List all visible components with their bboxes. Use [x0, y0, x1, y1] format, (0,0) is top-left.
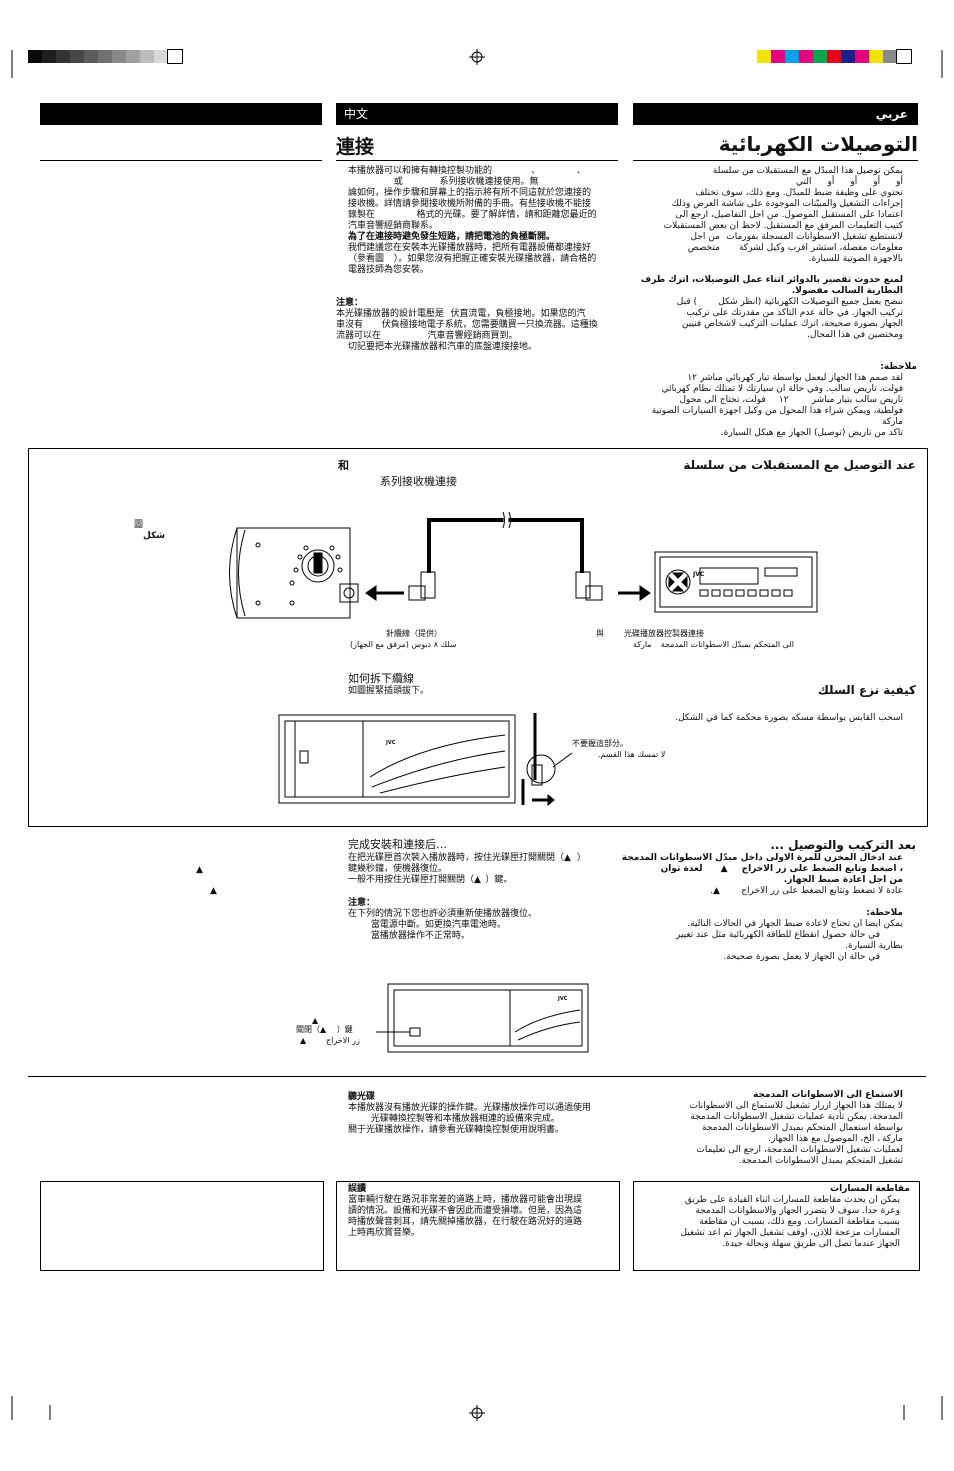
chinese-listen-text: 本播放器沒有播放光碟的操作鍵。光碟播放操作可以通過使用 光碟轉換控製等和本播放器…: [348, 1103, 592, 1135]
chinese-title-rule: [336, 160, 618, 161]
gray-bar-swatch: [112, 50, 126, 63]
gray-bar-swatch: [84, 50, 98, 63]
arabic-intro: يمكن توصيل هذا المبدّل مع المستقبلات من …: [663, 166, 903, 264]
arabic-connection-title: عند التوصيل مع المستقبلات من سلسلة: [683, 458, 916, 472]
chinese-title: 連接: [336, 136, 375, 158]
arabic-skip-text: يمكن ان يحدث مقاطعة للمسارات اثناء القيا…: [680, 1195, 900, 1249]
chinese-controller-label-prefix: 與: [596, 629, 604, 638]
chinese-eject-label: 關閉（▲ ）鍵: [296, 1025, 353, 1034]
arabic-note-ground: تاكد من تاريض (توصيل) الجهاز مع هيكل الس…: [720, 428, 903, 438]
arabic-note: لقد صمم هذا الجهاز ليعمل بواسطة تيار كهر…: [651, 373, 903, 427]
remove-cable-diagram: [278, 713, 573, 807]
color-bar-swatch: [869, 50, 883, 63]
chinese-note: 本光碟播放器的設計電壓是 伏直流電，負極接地。如果您的汽 車沒有 伏負極接地電子…: [336, 309, 598, 341]
connection-diagram: [229, 511, 818, 619]
chinese-warning: 我們建議您在安裝本光碟播放器時，把所有電器設備都連接好 （參看圖 ）。如果您沒有…: [348, 243, 597, 275]
arabic-title: التوصيلات الكهربائية: [718, 132, 918, 156]
chinese-remove-text: 如圖握緊插頭拔下。: [348, 686, 430, 696]
arabic-after-note-title: ملاحظة:: [866, 908, 903, 918]
chinese-after-note: 在下列的情況下您也許必須重新使播放器復位。 當電源中斷。如更換汽車電池時。 當播…: [348, 909, 538, 941]
gray-bar-swatch: [167, 49, 183, 64]
gray-bar-swatch: [70, 50, 84, 63]
arabic-after-text: عادة لا تضغط وتتابع الضغط على زر الاخراج…: [710, 886, 903, 896]
arabic-after-note: يمكن ايضا ان تحتاج لاعادة ضبط الجهاز في …: [675, 919, 903, 962]
gray-bar-swatch: [126, 50, 140, 63]
arabic-warning: ننصح بعمل جميع التوصيلات الكهربائية (انظ…: [676, 297, 903, 340]
arabic-skip-title: مقاطعة المسارات: [830, 1184, 910, 1194]
gray-bar-swatch: [28, 50, 42, 63]
eject-diagram: [376, 983, 589, 1053]
gray-bar-swatch: [56, 50, 70, 63]
english-eject-marks: ▲: [196, 865, 203, 875]
english-header-bar: [40, 103, 322, 125]
chinese-warning-bold: 為了在連接時避免發生短路，請把電池的負極斷開。: [348, 232, 556, 242]
color-bar-swatch: [855, 50, 869, 63]
chinese-controller-label: 光碟播放器控製器連接: [624, 629, 704, 638]
color-bar-swatch: [785, 50, 799, 63]
arabic-note-title: ملاحظة:: [880, 362, 917, 372]
color-bar-swatch: [827, 50, 841, 63]
english-skip-box: [40, 1181, 324, 1271]
color-bar-swatch: [841, 50, 855, 63]
arabic-figure-label: شكل: [143, 531, 166, 541]
arabic-remove-text: اسحب القابس بواسطة مسكه بصورة محكمة كما …: [675, 713, 903, 723]
arabic-controller-label: الى المتحكم بمبدّل الاسطوانات المدمجة ما…: [632, 640, 794, 649]
gray-bar-swatch: [154, 50, 168, 63]
chinese-after-note-title: 注意：: [348, 898, 376, 908]
chinese-skip-text: 當車輛行駛在路況非常差的道路上時，播放器可能會出現誤 讀的情況。設備和光碟不會因…: [348, 1195, 583, 1238]
arabic-after-bold: عند ادخال المخزن للمرة الاولى داخل مبدّل…: [621, 853, 903, 885]
gray-bar-swatch: [98, 50, 112, 63]
section-divider: [28, 1076, 926, 1077]
chinese-note-title: 注意：: [336, 298, 364, 308]
color-bar-swatch: [883, 50, 897, 63]
arabic-after-title: بعد التركيب والتوصيل ...: [770, 838, 916, 852]
english-title-rule: [40, 160, 322, 161]
chinese-dont-hold-label: 不要握這部分。: [572, 739, 628, 748]
gray-bar-swatch: [42, 50, 56, 63]
chinese-after-text: 在把光碟匣首次裝入播放器時，按住光碟匣打開關閉（▲ ） 鍵幾秒鐘，使機器復位。 …: [348, 853, 586, 885]
chinese-skip-box: [336, 1181, 620, 1271]
connection-figure-box: [28, 448, 928, 827]
changer-brand-logo: JVC: [386, 740, 396, 746]
color-bar-swatch: [813, 50, 827, 63]
arabic-remove-title: كيفية نزع السلك: [817, 683, 916, 697]
arabic-cable-label: سلك ٨ دبوس (مرفق مع الجهاز): [350, 640, 457, 649]
eject-symbol-2: ▲: [300, 1036, 307, 1045]
chinese-header: 中文: [336, 103, 618, 125]
chinese-connection-and: 和: [338, 459, 349, 472]
arabic-skip-box: [633, 1181, 920, 1271]
chinese-note-ground: 切記要把本光碟播放器和汽車的底盤連接接地。: [348, 342, 538, 352]
arabic-listen-text: لا يمتلك هذا الجهاز ازرار تشغيل للاستماع…: [689, 1101, 903, 1166]
color-bar-swatch: [771, 50, 785, 63]
arabic-title-rule: [633, 160, 918, 161]
chinese-skip-title: 誤讀: [348, 1184, 367, 1194]
color-bar-swatch: [896, 49, 912, 64]
chinese-after-title: 完成安裝和連接后…: [348, 838, 447, 851]
color-bar-swatch: [799, 50, 813, 63]
arabic-listen-title: الاستماع الى الاسطوانات المدمجة: [753, 1090, 903, 1100]
color-bar-swatch: [757, 50, 771, 63]
arabic-eject-label: زر الاخراج: [326, 1036, 360, 1045]
eject-device-logo: JVC: [558, 996, 568, 1002]
arabic-dont-hold-label: لا تمسك هذا القسم.: [598, 750, 666, 759]
chinese-figure-label: 圖: [134, 520, 144, 530]
gray-bar-swatch: [140, 50, 154, 63]
arabic-warning-bold: لمنع حدوث تقصير بالدوائر اثناء عمل التوص…: [640, 275, 903, 296]
chinese-remove-title: 如何拆下纜線: [348, 672, 414, 685]
chinese-cable-label: 針纜線（提供）: [386, 629, 442, 638]
chinese-listen-title: 聽光碟: [348, 1092, 376, 1102]
english-eject-marks-2: ▲: [210, 886, 217, 896]
chinese-intro: 本播放器可以和擁有轉換控製功能的 、 、 或 系列接收機連接使用。無 論如何，操…: [348, 166, 597, 231]
receiver-brand-logo: JVC: [693, 571, 705, 578]
arabic-header: عربي: [633, 103, 918, 125]
chinese-connection-title: 系列接收機連接: [380, 475, 457, 488]
eject-symbol-1: ▲: [312, 1016, 319, 1025]
